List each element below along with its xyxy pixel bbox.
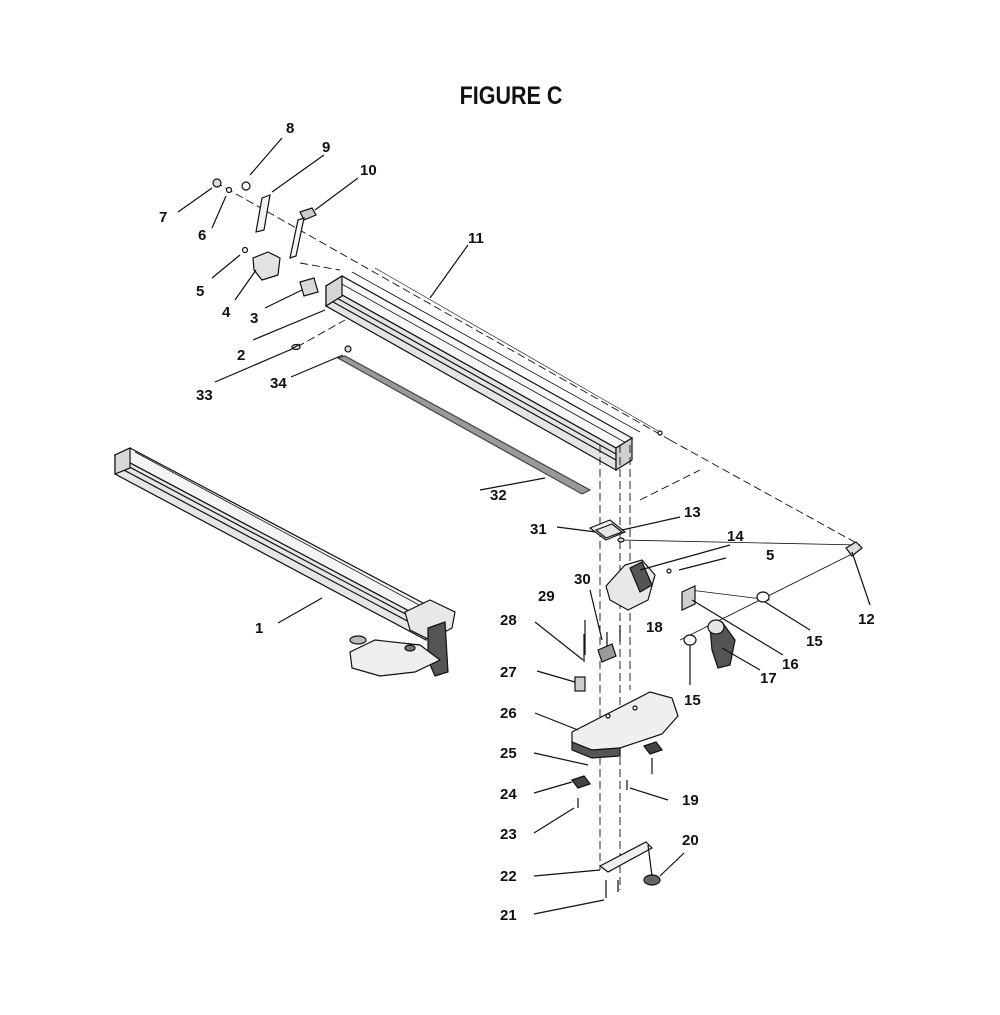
callout-26: 26 [500,705,517,722]
callout-14: 14 [727,528,744,545]
callout-7: 7 [159,209,167,226]
callout-25: 25 [500,745,517,762]
callout-34: 34 [270,375,287,392]
small-hardware-parts [212,178,663,436]
callout-16: 16 [782,656,799,673]
wear-strip-part [336,355,592,495]
callout-19: 19 [682,792,699,809]
figure-title: FIGURE C [459,82,563,110]
callout-15a: 15 [806,633,823,650]
callout-4: 4 [222,304,231,321]
callout-8: 8 [286,120,294,137]
callout-21: 21 [500,907,517,924]
callout-5: 5 [196,283,204,300]
callout-18: 18 [646,619,663,636]
callout-6: 6 [198,227,206,244]
callout-13: 13 [684,504,701,521]
callout-23: 23 [500,826,517,843]
callout-3: 3 [250,310,258,327]
callout-2: 2 [237,347,245,364]
callout-22: 22 [500,868,517,885]
callout-30: 30 [574,571,591,588]
base-plate-parts [571,523,679,898]
callout-10: 10 [360,162,377,179]
callout-1: 1 [255,620,263,637]
callout-33: 33 [196,387,213,404]
callout-20: 20 [682,832,699,849]
callout-leader-lines [177,137,871,915]
callout-24: 24 [500,786,517,803]
callout-29: 29 [538,588,555,605]
callout-11: 11 [468,230,484,247]
callout-labels: 1 2 3 4 5 6 7 8 9 10 11 12 13 14 5 15 15… [159,120,875,924]
callout-17: 17 [760,670,777,687]
callout-12: 12 [858,611,875,628]
callout-9: 9 [322,139,330,156]
callout-32: 32 [490,487,507,504]
callout-15b: 15 [684,692,701,709]
callout-28: 28 [500,612,517,629]
callout-27: 27 [500,664,517,681]
fence-rail-part [324,271,641,472]
fence-assembly-part [113,447,456,677]
callout-5b: 5 [766,547,774,564]
callout-31: 31 [530,521,547,538]
